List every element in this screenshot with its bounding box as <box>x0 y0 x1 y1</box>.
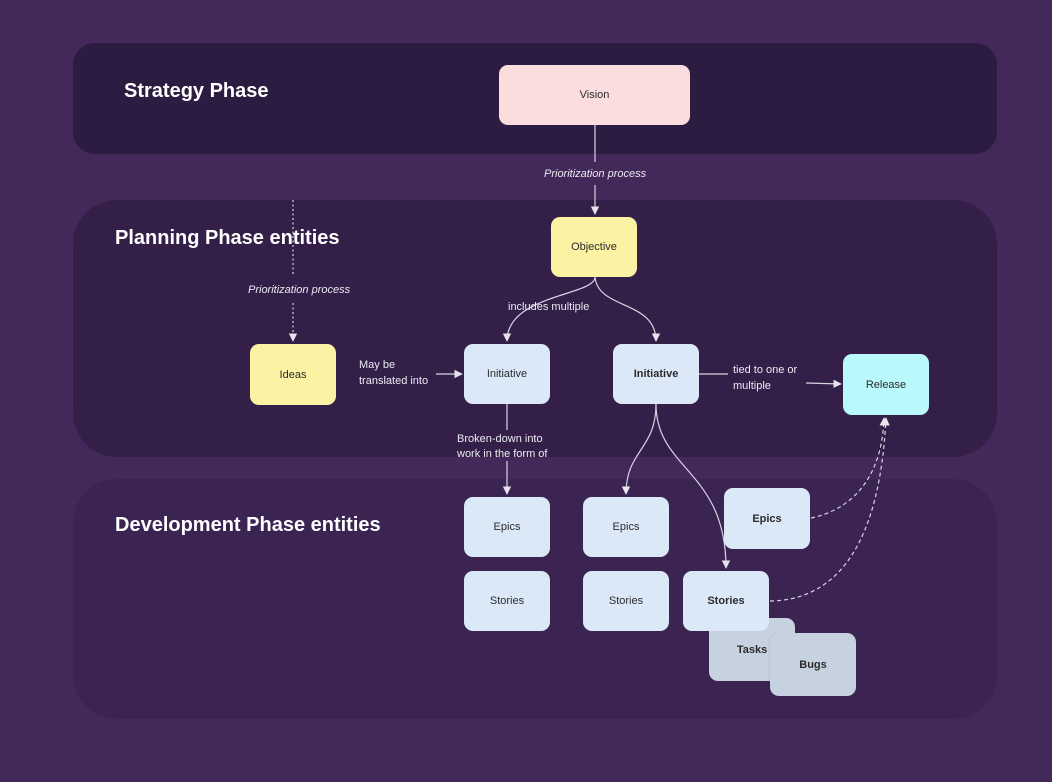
node-epics-1[interactable]: Epics <box>464 497 550 557</box>
node-ideas[interactable]: Ideas <box>250 344 336 405</box>
label-may-be-line2: translated into <box>359 375 429 387</box>
edge-initiative-release <box>805 379 842 388</box>
strategy-phase-title: Strategy Phase <box>124 80 269 102</box>
development-phase-title: Development Phase entities <box>115 514 381 536</box>
planning-phase-title: Planning Phase entities <box>115 227 340 249</box>
node-objective[interactable]: Objective <box>551 217 637 277</box>
label-prioritization-top: Prioritization process <box>544 168 647 180</box>
label-may-be-line1: May be <box>359 359 396 371</box>
node-epics-3[interactable]: Epics <box>724 488 810 549</box>
edge-objective-initiative-1 <box>502 276 596 342</box>
label-tied-line2: multiple <box>733 380 771 392</box>
edge-stories-release <box>769 417 890 602</box>
node-release[interactable]: Release <box>843 354 929 415</box>
node-vision[interactable]: Vision <box>499 65 690 125</box>
node-initiative-2[interactable]: Initiative <box>613 344 699 404</box>
edge-objective-initiative-2 <box>594 276 661 342</box>
node-initiative-1[interactable]: Initiative <box>464 344 550 404</box>
label-broken-line2: work in the form of <box>457 448 548 460</box>
planning-phase-panel <box>73 200 997 457</box>
edge-epics-release <box>810 417 888 519</box>
edge-initiative-stories-3 <box>655 403 731 569</box>
node-stories-2[interactable]: Stories <box>583 571 669 631</box>
node-stories-3[interactable]: Stories <box>683 571 769 631</box>
node-bugs[interactable]: Bugs <box>770 633 856 696</box>
node-epics-2[interactable]: Epics <box>583 497 669 557</box>
label-broken-line1: Broken-down into <box>457 433 543 445</box>
label-tied-line1: tied to one or <box>733 364 798 376</box>
edge-initiative-epics-2 <box>621 403 657 495</box>
label-includes-multiple: includes multiple <box>508 301 590 313</box>
node-stories-1[interactable]: Stories <box>464 571 550 631</box>
label-prioritization-left: Prioritization process <box>248 284 351 296</box>
